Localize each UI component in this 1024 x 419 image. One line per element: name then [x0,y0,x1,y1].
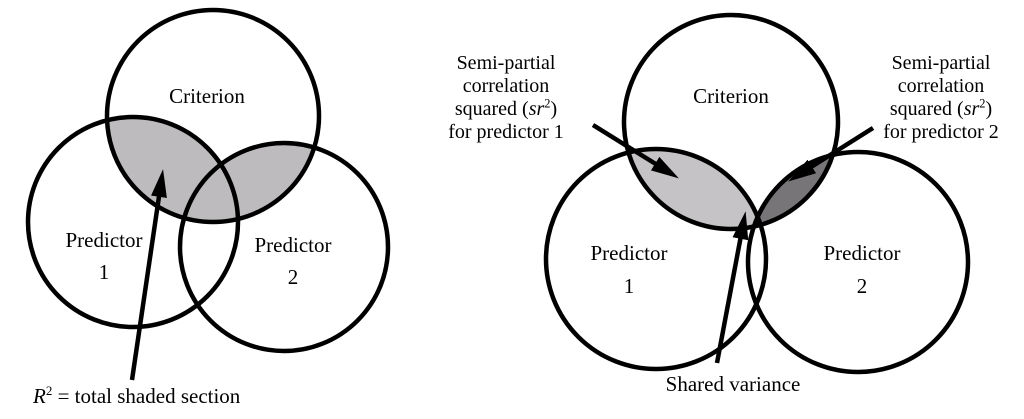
annotation-line: for predictor 2 [883,121,999,143]
criterion-text: Criterion [169,84,245,108]
left-predictor1-label: Predictor 1 [44,224,164,288]
sr-symbol: sr [963,98,980,120]
criterion-text: Criterion [693,84,769,108]
predictor1-text: Predictor [65,228,143,252]
sr-symbol: sr [528,98,545,120]
predictor1-number: 1 [98,260,110,284]
left-shaded-region-pred2 [180,143,319,222]
caption-text: = total shaded section [52,384,241,408]
annotation-line: Semi-partial [456,52,556,74]
r-exponent: 2 [45,383,53,398]
shared-variance-clip [748,152,766,229]
annotation-line: Semi-partial [891,52,991,74]
annotation-line: correlation [462,75,550,97]
r-squared-caption: R2 = total shaded section [33,384,240,409]
sr2-pred1-arrow [591,123,679,179]
predictor2-text: Predictor [254,233,332,257]
right-shared-variance-region [748,152,766,229]
left-shaded-region-pred1 [107,117,238,222]
shared-variance-arrow [714,211,749,364]
annotation-line: squared (sr2) [454,96,558,120]
r-symbol: R [33,384,46,408]
predictor2-number: 2 [856,274,868,298]
predictor1-text: Predictor [590,241,668,265]
right-sr2-pred2-region [748,152,838,229]
right-sr2-pred1-region [624,149,766,229]
right-criterion-circle [621,12,841,232]
annotation-line: correlation [897,75,985,97]
shared-variance-text: Shared variance [665,372,801,396]
left-criterion-label: Criterion [129,80,285,112]
sr2-predictor1-annotation: Semi-partial correlation squared (sr2) f… [426,52,586,144]
annotation-line: squared (sr2) [889,96,993,120]
sr-exponent: 2 [979,96,986,111]
sr-exponent: 2 [544,96,551,111]
left-predictor2-label: Predictor 2 [233,229,353,293]
shared-variance-label: Shared variance [653,372,813,397]
annotation-line: for predictor 1 [448,121,564,143]
right-predictor1-label: Predictor 1 [569,237,689,303]
sr2-predictor2-annotation: Semi-partial correlation squared (sr2) f… [861,52,1021,144]
left-predictor1-circle [25,114,241,330]
right-criterion-label: Criterion [653,80,809,112]
predictor2-number: 2 [287,265,299,289]
predictor1-number: 1 [623,274,635,298]
right-predictor2-label: Predictor 2 [802,237,922,303]
predictor2-text: Predictor [823,241,901,265]
left-criterion-circle [104,7,322,225]
